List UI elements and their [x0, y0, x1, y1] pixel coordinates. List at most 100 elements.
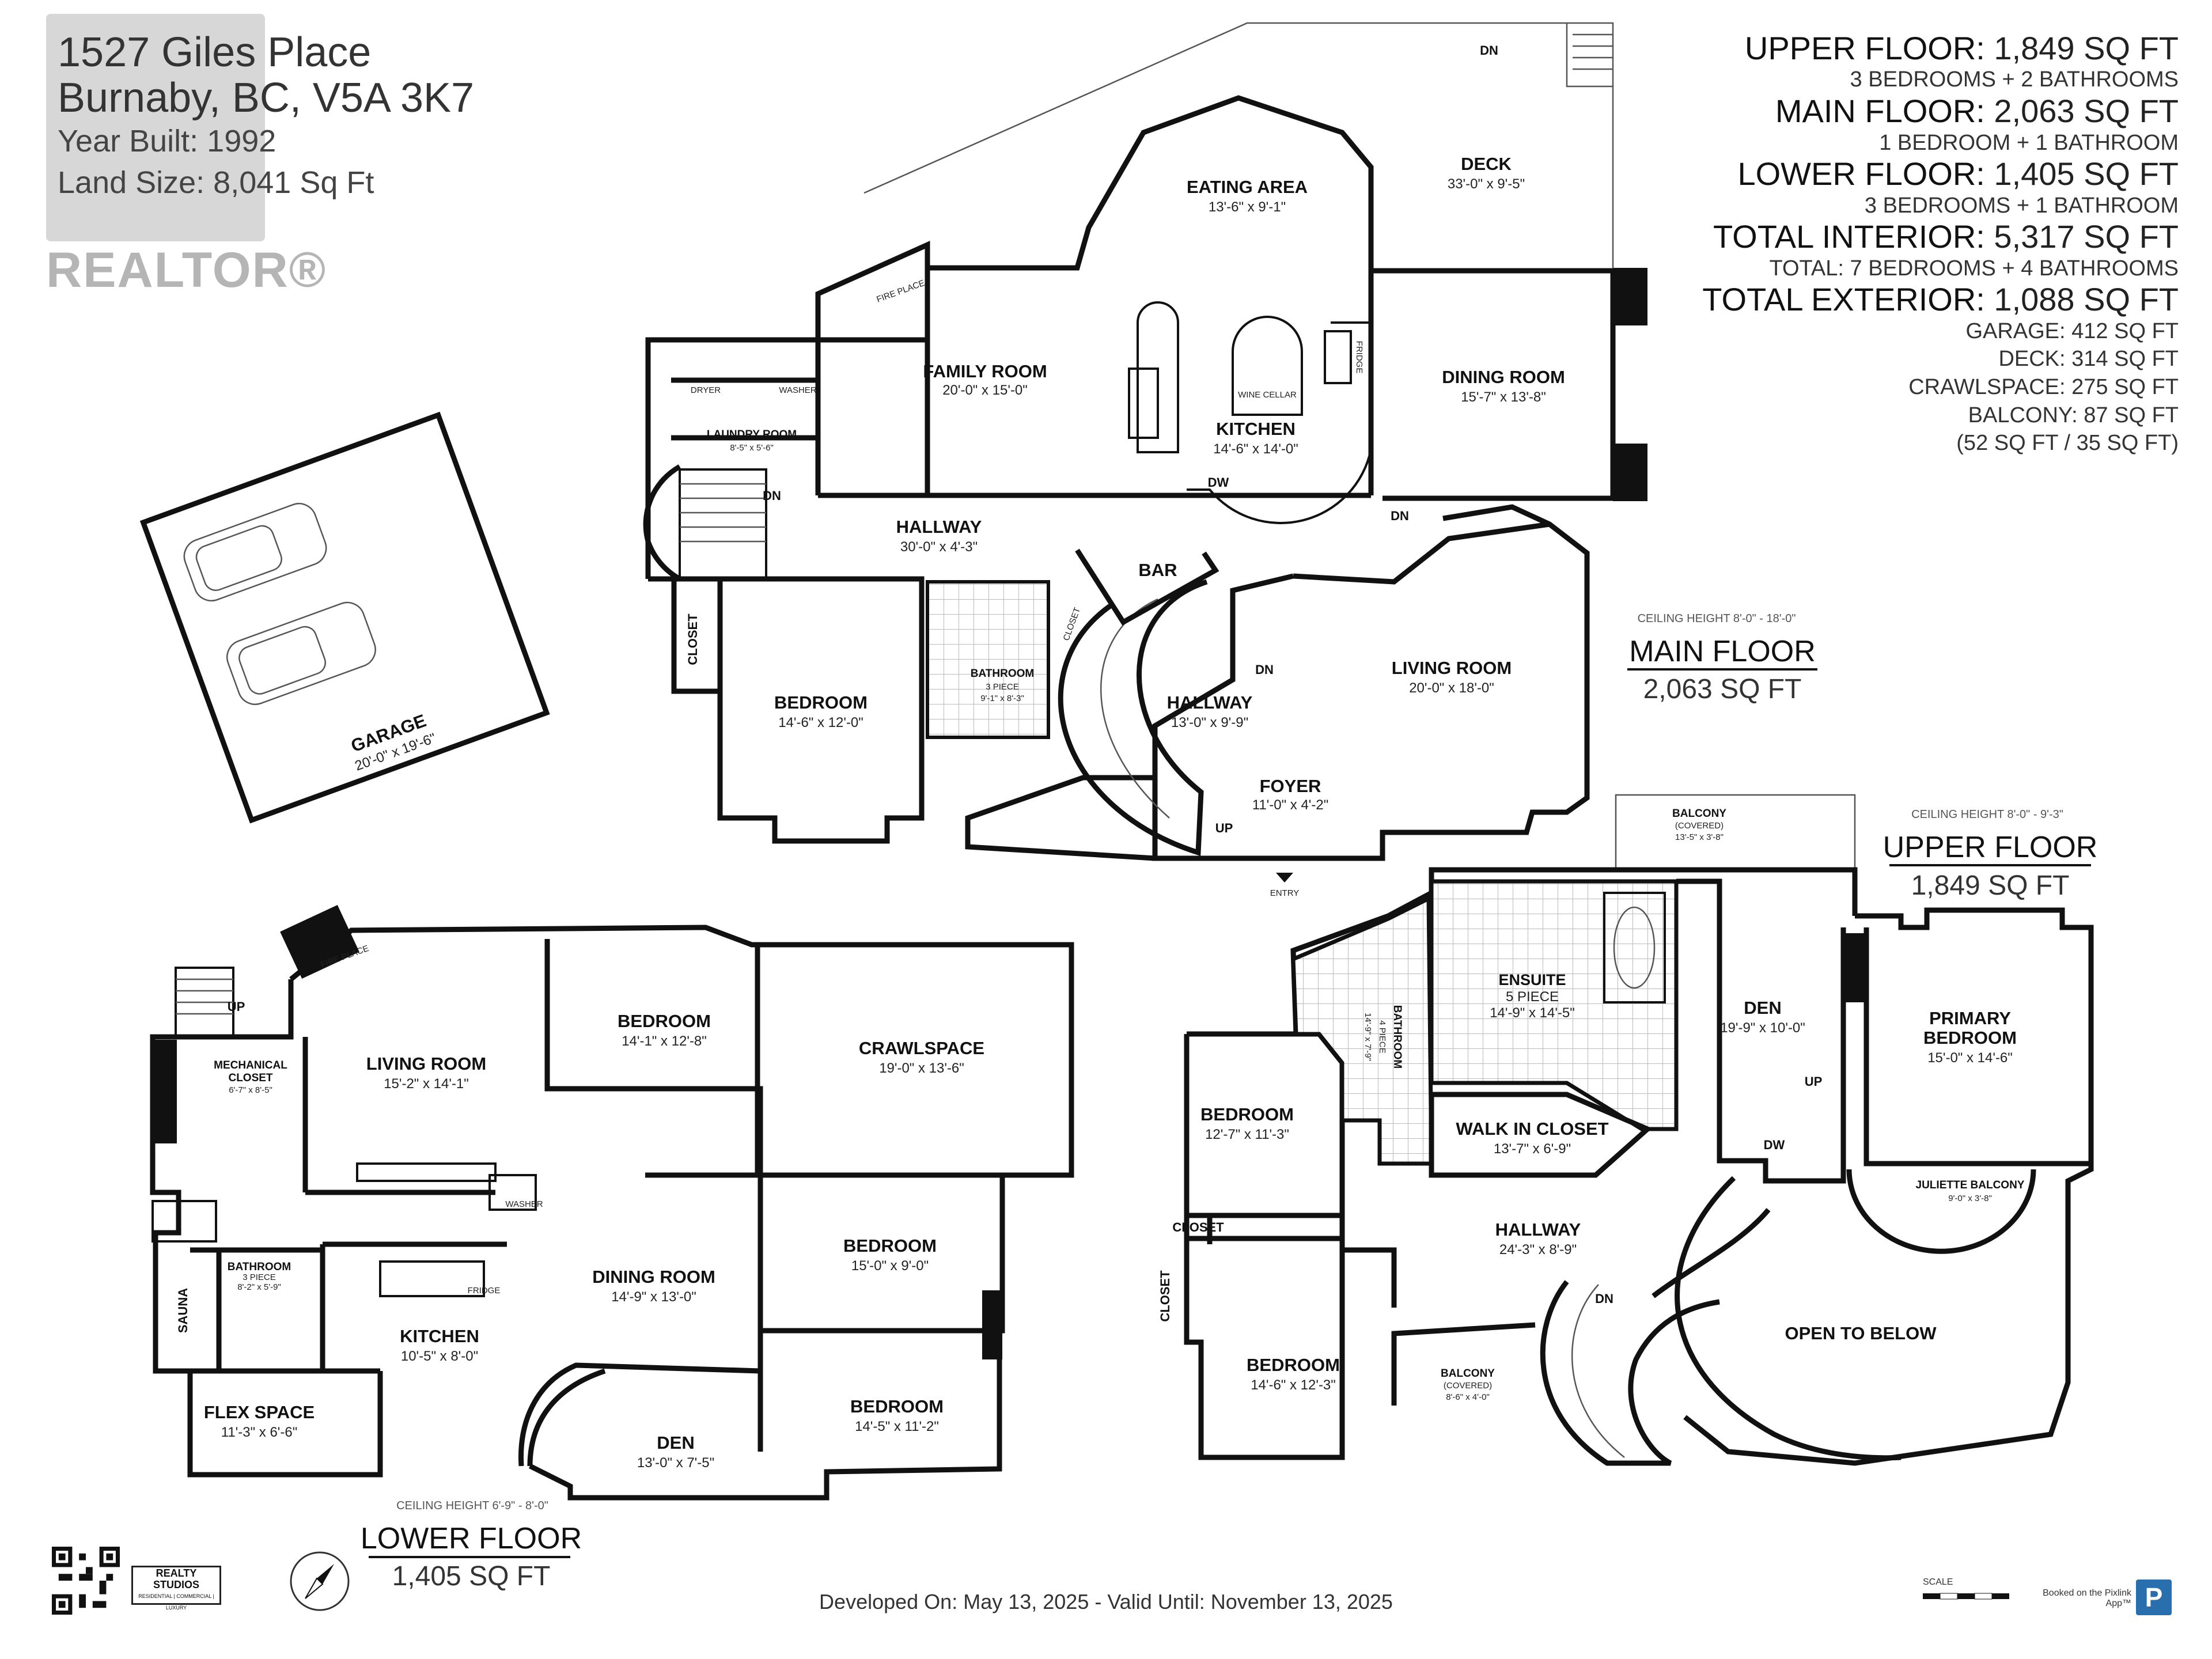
den-dim: 19'-9" x 10'-0" — [1720, 1020, 1805, 1036]
summary-balcony: BALCONY: 87 SQ FT — [1968, 403, 2179, 427]
main-curved-stair — [1058, 579, 1208, 857]
summary-main-detail: 1 BEDROOM + 1 BATHROOM — [1879, 130, 2179, 155]
summary-lower-detail: 3 BEDROOMS + 1 BATHROOM — [1864, 193, 2179, 218]
upper-bathroom-sub: 4 PIECE — [1377, 1020, 1387, 1054]
upper-bedroom1-dim: 12'-7" x 11'-3" — [1205, 1127, 1289, 1142]
dryer-label: DRYER — [691, 385, 721, 395]
foyer-up-label: UP — [1215, 821, 1233, 835]
land-size: Land Size: 8,041 Sq Ft — [58, 165, 374, 200]
dining-pillar-bottom — [1613, 444, 1647, 501]
address-block: 1527 Giles Place Burnaby, BC, V5A 3K7 Ye… — [58, 29, 475, 203]
brand-tagline: RESIDENTIAL | COMMERCIAL | LUXURY — [138, 1593, 214, 1611]
lower-floor: LIVING ROOM 15'-2" x 14'-1" BEDROOM 14'-… — [150, 904, 1074, 1592]
main-fireplace-label: FIRE PLACE — [875, 278, 926, 305]
fridge-label: FRIDGE — [1354, 341, 1364, 374]
lower-kitchen-label: KITCHEN — [400, 1326, 479, 1346]
mechanical-label2: CLOSET — [228, 1072, 272, 1084]
flex-space-dim: 11'-3" x 6'-6" — [221, 1425, 297, 1440]
upper-bedroom2-label: BEDROOM — [1247, 1355, 1340, 1375]
ensuite-dim: 14'-9" x 14'-5" — [1490, 1005, 1575, 1021]
main-living-dim: 20'-0" x 18'-0" — [1409, 680, 1494, 696]
balcony-top-label: BALCONY — [1672, 808, 1726, 820]
upper-hallway-dim: 24'-3" x 8'-9" — [1499, 1242, 1577, 1257]
upper-outer-wall — [1184, 1034, 1345, 1460]
crawlspace-label: CRAWLSPACE — [859, 1038, 984, 1058]
kitchen-dim: 14'-6" x 14'-0" — [1213, 441, 1298, 457]
upper-closet1-label: CLOSET — [1172, 1220, 1224, 1234]
lower-floor-sqft: 1,405 SQ FT — [392, 1561, 551, 1592]
upper-bathroom-dim: 14'-9" x 7'-9" — [1363, 1013, 1373, 1061]
main-closet-label: CLOSET — [685, 613, 700, 665]
scale-label: SCALE — [1923, 1577, 1953, 1587]
lower-den-label: DEN — [657, 1433, 694, 1453]
living-dn-label: DN — [1391, 509, 1409, 523]
balcony-top-dim: 13'-5" x 3'-8" — [1675, 832, 1724, 842]
main-stair-bay — [643, 464, 681, 581]
main-east-wall — [1152, 504, 1590, 861]
balcony-bottom-label: BALCONY — [1441, 1368, 1495, 1380]
summary-upper: UPPER FLOOR: 1,849 SQ FT — [1744, 30, 2179, 66]
main-closet-wall — [671, 579, 720, 694]
lower-bathroom-label: BATHROOM — [228, 1261, 291, 1273]
lower-fridge-label: FRIDGE — [468, 1286, 501, 1296]
upper-ceiling: CEILING HEIGHT 8'-0" - 9'-3" — [1911, 808, 2063, 821]
main-dw-label: DW — [1208, 475, 1229, 490]
flex-space-label: FLEX SPACE — [204, 1402, 315, 1422]
upper-hallway-label: HALLWAY — [1495, 1219, 1581, 1240]
balcony-bottom-sub: (COVERED) — [1444, 1381, 1492, 1391]
primary-bedroom-label1: PRIMARY — [1929, 1008, 2011, 1028]
lower-bedroom2-label: BEDROOM — [843, 1236, 937, 1256]
entry-label: ENTRY — [1270, 888, 1300, 898]
main-living-west — [1293, 521, 1550, 585]
laundry-label: LAUNDRY ROOM — [707, 429, 797, 441]
main-hall-wall — [645, 337, 818, 579]
mechanical-label1: MECHANICAL — [214, 1059, 287, 1071]
upper-bathroom-label: BATHROOM — [1391, 1005, 1403, 1069]
upper-dw-label: DW — [1764, 1138, 1785, 1152]
hallway-foyer-label: HALLWAY — [1167, 692, 1253, 713]
eating-area-dim: 13'-6" x 9'-1" — [1209, 199, 1286, 215]
year-built: Year Built: 1992 — [58, 124, 276, 159]
hallway-main-label: HALLWAY — [896, 517, 982, 537]
hall-dn-label: DN — [763, 488, 781, 503]
lower-floor-title: LOWER FLOOR — [361, 1522, 582, 1555]
lower-living-label: LIVING ROOM — [366, 1054, 486, 1074]
upper-bedroom2-dim: 14'-6" x 12'-3" — [1251, 1377, 1336, 1393]
upper-closet2-label: CLOSET — [1158, 1270, 1172, 1322]
deck-dn-label: DN — [1480, 43, 1498, 58]
primary-bedroom-label2: BEDROOM — [1923, 1028, 2017, 1048]
realtor-watermark-box — [46, 14, 265, 241]
main-floor: GARAGE 20'-0" x 19'-6" EATING AREA 13'-6… — [139, 22, 1817, 898]
primary-bedroom-dim: 15'-0" x 14'-6" — [1927, 1050, 2013, 1066]
foyer-dim: 11'-0" x 4'-2" — [1252, 797, 1328, 813]
summary-upper-detail: 3 BEDROOMS + 2 BATHROOMS — [1850, 67, 2179, 92]
kitchen-label: KITCHEN — [1216, 419, 1296, 439]
developed-date: Developed On: May 13, 2025 - Valid Until… — [819, 1590, 1393, 1613]
main-bedroom-label: BEDROOM — [774, 692, 868, 713]
dining-room-dim: 15'-7" x 13'-8" — [1461, 389, 1546, 405]
washer-label: WASHER — [779, 385, 816, 395]
main-living-label: LIVING ROOM — [1392, 658, 1512, 678]
pixlink-logo-icon: P — [2136, 1580, 2172, 1615]
lower-dining-label: DINING ROOM — [592, 1267, 715, 1287]
main-bathroom-dim: 9'-1" x 8'-3" — [980, 694, 1024, 703]
bar-label: BAR — [1138, 560, 1177, 580]
scale-bar — [1923, 1593, 2009, 1600]
lower-bedroom2-dim: 15'-0" x 9'-0" — [851, 1258, 929, 1274]
upper-floor: BALCONY (COVERED) 13'-5" x 3'-8" ENSUITE… — [1158, 794, 2097, 1466]
area-summary: UPPER FLOOR: 1,849 SQ FT 3 BEDROOMS + 2 … — [1702, 31, 2179, 457]
lower-living-dim: 15'-2" x 14'-1" — [384, 1076, 469, 1092]
north-arrow-icon — [290, 1551, 350, 1611]
walk-in-closet-dim: 13'-7" x 6'-9" — [1494, 1141, 1571, 1157]
crawlspace-dim: 19'-0" x 13'-6" — [879, 1060, 964, 1076]
qr-code-icon — [52, 1547, 120, 1615]
address-line2: Burnaby, BC, V5A 3K7 — [58, 75, 475, 122]
pixlink-booked: Booked on the Pixlink App™ — [2043, 1588, 2131, 1608]
lower-bedroom1-dim: 14'-1" x 12'-8" — [622, 1033, 707, 1049]
mechanical-dim: 6'-7" x 8'-5" — [229, 1085, 272, 1095]
hallway-foyer-dim: 13'-0" x 9'-9" — [1171, 715, 1248, 730]
lower-washer-label: WASHER — [505, 1199, 543, 1209]
walk-in-closet-label: WALK IN CLOSET — [1456, 1119, 1608, 1139]
main-bathroom-label: BATHROOM — [971, 668, 1034, 680]
